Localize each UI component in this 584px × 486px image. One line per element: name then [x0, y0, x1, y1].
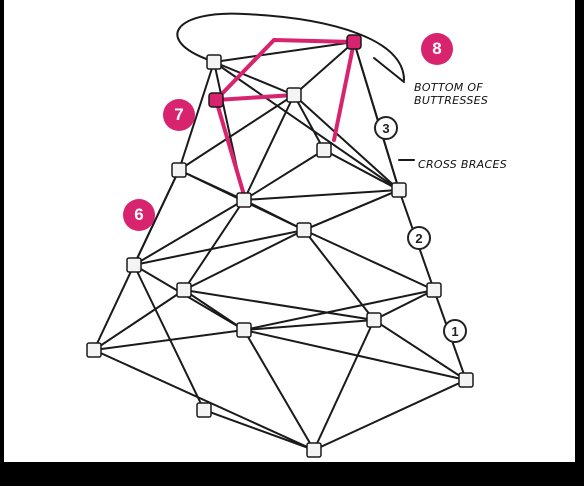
cross-braces-label: CROSS BRACES [418, 158, 507, 171]
bottom-of-buttresses-line2: BUTTRESSES [414, 94, 488, 107]
bottom-of-buttresses-label: BOTTOM OF BUTTRESSES [414, 81, 488, 107]
bottom-of-buttresses-line1: BOTTOM OF [414, 81, 488, 94]
callout-level-1: 1 [443, 319, 467, 343]
callout-level-3: 3 [374, 116, 398, 140]
connector-nodes [87, 55, 473, 457]
callout-8: 8 [421, 33, 453, 65]
callout-6: 6 [123, 199, 155, 231]
callout-level-2: 2 [407, 226, 431, 250]
buttress-struts [216, 40, 354, 195]
callout-7: 7 [163, 99, 195, 131]
tower-illustration [4, 0, 575, 462]
illustration-panel: 8 7 6 3 2 1 BOTTOM OF BUTTRESSES CROSS B… [4, 0, 575, 462]
